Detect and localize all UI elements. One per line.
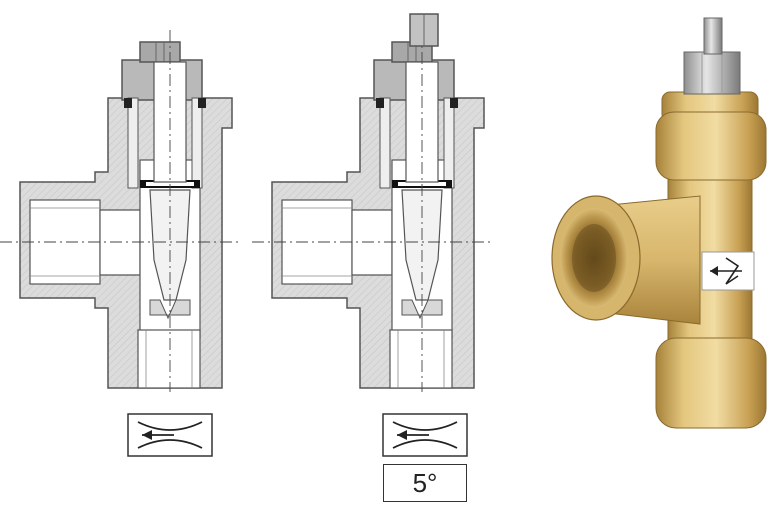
valve-photo xyxy=(551,17,767,429)
throttle-symbol-middle xyxy=(382,413,468,457)
angle-note: 5° xyxy=(383,464,467,502)
valve-section-middle xyxy=(251,13,493,393)
valve-section-left xyxy=(0,29,241,393)
throttle-symbol-left xyxy=(127,413,213,457)
